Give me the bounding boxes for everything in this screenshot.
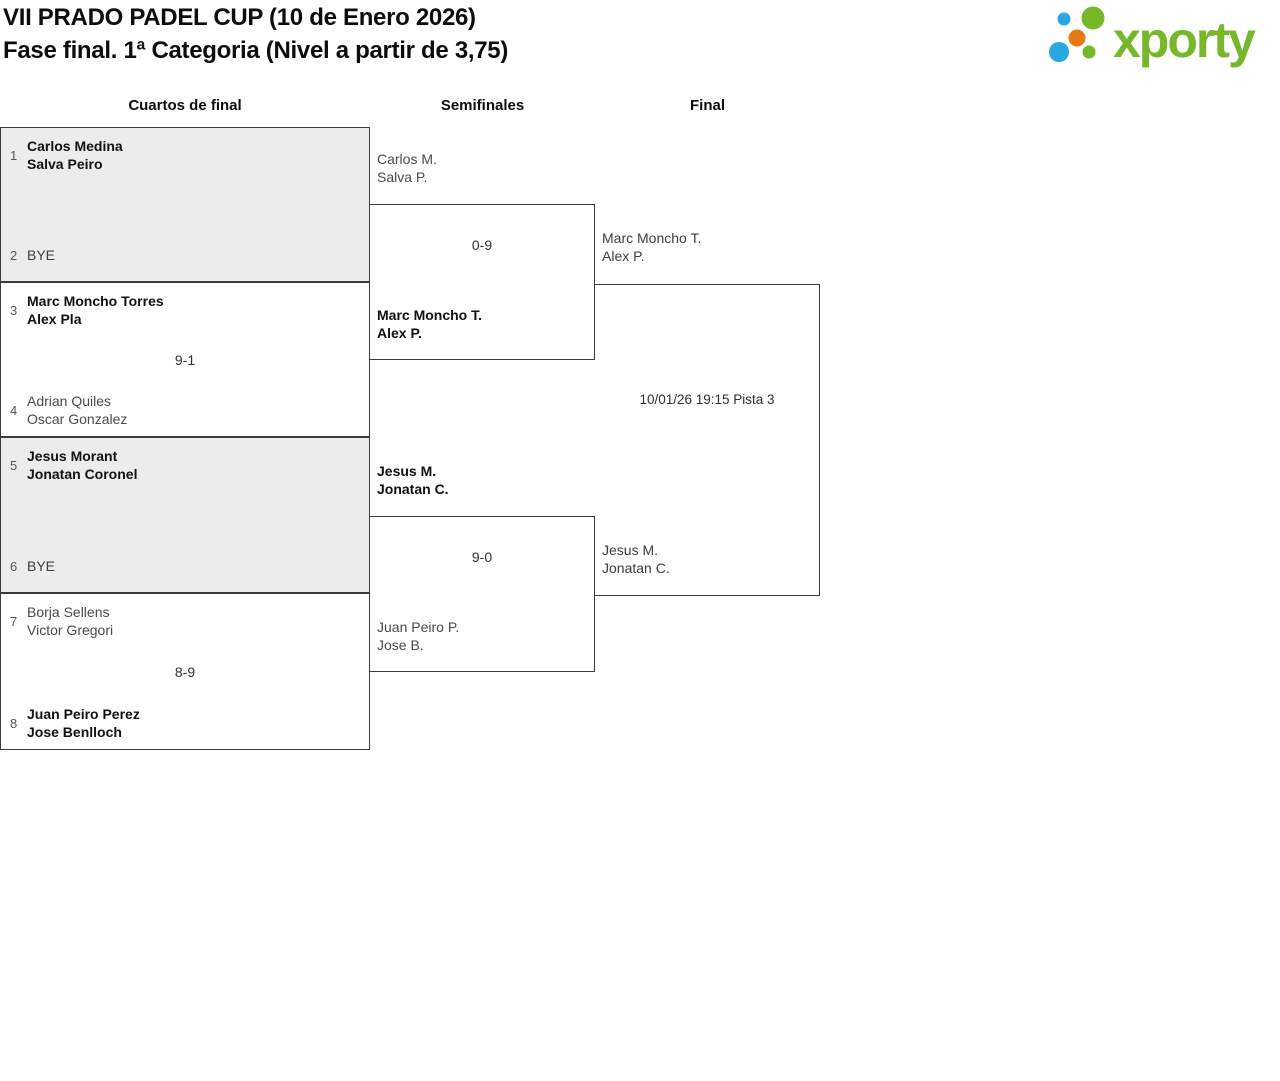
player-name: Jesus M.	[377, 463, 437, 479]
xporty-dots-icon	[1049, 6, 1105, 62]
player-name: Jonatan C.	[377, 481, 449, 497]
bye-label: BYE	[27, 247, 56, 263]
player-name: Jose B.	[377, 637, 424, 653]
column-header-quarterfinals: Cuartos de final	[128, 97, 242, 114]
sf1-team-top: Carlos M. Salva P.	[377, 150, 437, 186]
team-row: 4 Adrian Quiles Oscar Gonzalez	[7, 392, 363, 428]
match-quarterfinal-2[interactable]: 3 Marc Moncho Torres Alex Pla 9-1 4 Adri…	[0, 282, 370, 437]
match-quarterfinal-1[interactable]: 1 Carlos Medina Salva Peiro 2 BYE	[0, 127, 370, 282]
player-name: Salva P.	[377, 169, 428, 185]
player-name: Juan Peiro P.	[377, 619, 460, 635]
sf2-score: 9-0	[471, 549, 493, 565]
team-row: 3 Marc Moncho Torres Alex Pla	[7, 292, 363, 328]
sf1-team-bottom: Marc Moncho T. Alex P.	[377, 306, 482, 342]
player-name: Alex P.	[377, 325, 422, 341]
final-match-schedule: 10/01/26 19:15 Pista 3	[639, 392, 775, 407]
page-title: VII PRADO PADEL CUP (10 de Enero 2026) F…	[3, 1, 508, 67]
phase-subtitle: Fase final. 1ª Categoria (Nivel a partir…	[3, 37, 509, 64]
player-name: Juan Peiro Perez	[27, 706, 140, 722]
team-names: Adrian Quiles Oscar Gonzalez	[27, 392, 127, 428]
sf2-team-bottom: Juan Peiro P. Jose B.	[377, 618, 459, 654]
player-name: Oscar Gonzalez	[27, 411, 128, 427]
player-name: Jesus M.	[602, 542, 659, 558]
logo-dot-green-large	[1081, 6, 1105, 30]
player-name: Salva Peiro	[27, 156, 103, 172]
seed-number: 4	[10, 402, 18, 418]
team-row: 5 Jesus Morant Jonatan Coronel	[7, 447, 363, 483]
player-name: Alex Pla	[27, 311, 82, 327]
player-name: Jose Benlloch	[27, 724, 122, 740]
team-names: Borja Sellens Victor Gregori	[27, 603, 113, 639]
seed-number: 7	[10, 613, 18, 629]
team-row: 7 Borja Sellens Victor Gregori	[7, 603, 363, 639]
column-header-semifinals: Semifinales	[440, 97, 525, 114]
xporty-logo[interactable]: xporty	[1046, 3, 1256, 75]
player-name: Jonatan C.	[602, 560, 670, 576]
final-team-bottom: Jesus M. Jonatan C.	[602, 541, 670, 577]
match-final-box[interactable]	[594, 284, 820, 596]
column-header-final: Final	[689, 97, 725, 114]
seed-number: 1	[10, 147, 18, 163]
player-name: Victor Gregori	[27, 622, 114, 638]
tournament-title: VII PRADO PADEL CUP (10 de Enero 2026)	[3, 4, 476, 31]
seed-number: 5	[10, 457, 18, 473]
xporty-wordmark: xporty	[1113, 12, 1256, 68]
team-names: Marc Moncho Torres Alex Pla	[27, 292, 164, 328]
player-name: Carlos M.	[377, 151, 437, 167]
team-row: 2 BYE	[7, 246, 363, 264]
seed-number: 3	[10, 302, 18, 318]
team-row: 1 Carlos Medina Salva Peiro	[7, 137, 363, 173]
team-row: 8 Juan Peiro Perez Jose Benlloch	[7, 705, 363, 741]
team-names: Jesus Morant Jonatan Coronel	[27, 447, 137, 483]
player-name: Marc Moncho Torres	[27, 293, 164, 309]
player-name: Jesus Morant	[27, 448, 118, 464]
team-names: Carlos Medina Salva Peiro	[27, 137, 123, 173]
logo-dot-orange	[1068, 29, 1086, 47]
sf1-score: 0-9	[471, 237, 493, 253]
player-name: Borja Sellens	[27, 604, 110, 620]
team-row: 6 BYE	[7, 557, 363, 575]
match-score: 8-9	[174, 663, 196, 680]
logo-dot-green-small	[1082, 45, 1096, 59]
player-name: Carlos Medina	[27, 138, 123, 154]
logo-dot-blue-large	[1049, 42, 1069, 62]
team-names: BYE	[27, 557, 55, 575]
match-score: 9-1	[174, 351, 196, 368]
player-name: Marc Moncho T.	[377, 307, 483, 323]
match-quarterfinal-4[interactable]: 7 Borja Sellens Victor Gregori 8-9 8 Jua…	[0, 593, 370, 750]
bye-label: BYE	[27, 558, 56, 574]
match-quarterfinal-3[interactable]: 5 Jesus Morant Jonatan Coronel 6 BYE	[0, 437, 370, 593]
player-name: Jonatan Coronel	[27, 466, 138, 482]
sf2-team-top: Jesus M. Jonatan C.	[377, 462, 449, 498]
player-name: Marc Moncho T.	[602, 230, 702, 246]
seed-number: 2	[10, 247, 18, 263]
team-names: Juan Peiro Perez Jose Benlloch	[27, 705, 140, 741]
final-team-top: Marc Moncho T. Alex P.	[602, 229, 701, 265]
player-name: Alex P.	[602, 248, 645, 264]
seed-number: 6	[10, 558, 18, 574]
team-names: BYE	[27, 246, 55, 264]
player-name: Adrian Quiles	[27, 393, 112, 409]
seed-number: 8	[10, 715, 18, 731]
logo-dot-blue-small	[1057, 12, 1071, 26]
match-semifinal-2-box[interactable]	[369, 516, 595, 672]
match-semifinal-1-box[interactable]	[369, 204, 595, 360]
